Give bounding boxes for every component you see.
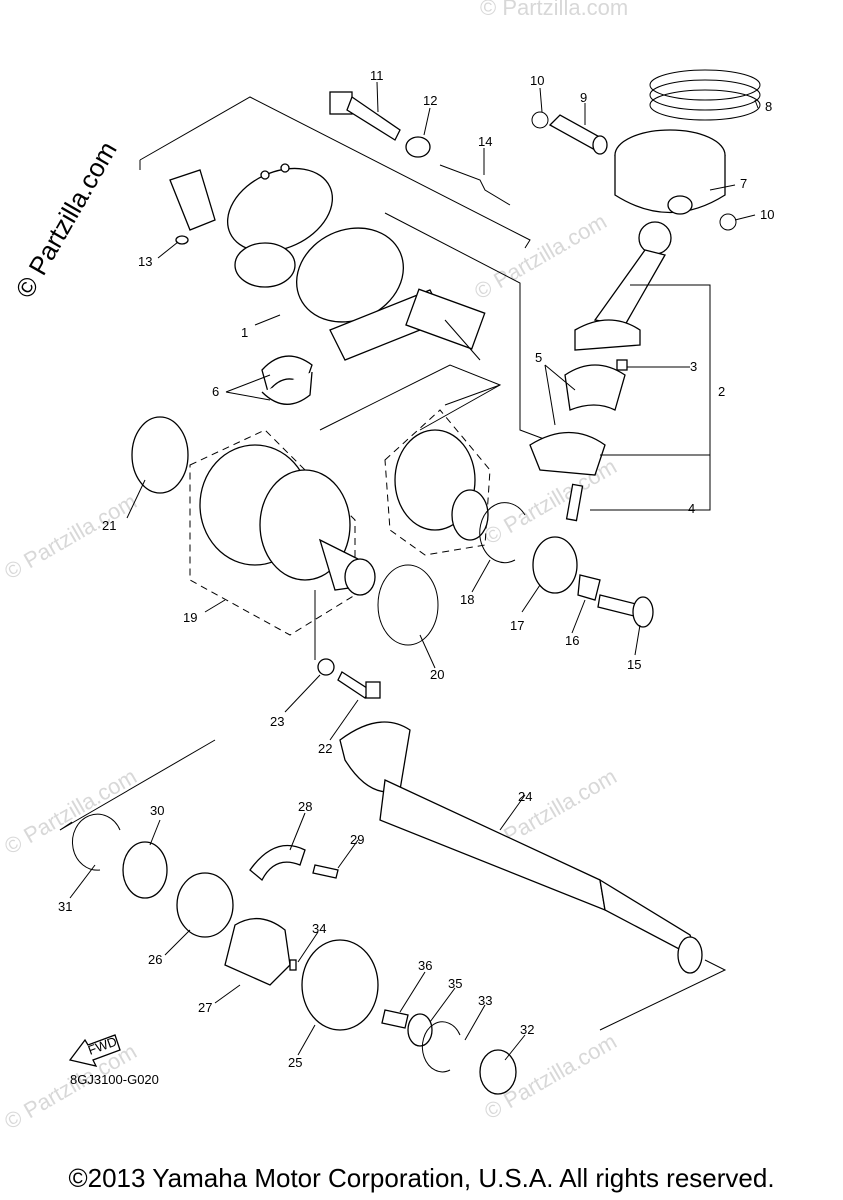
watermark-text: © Partzilla.com [470, 209, 611, 305]
washer-23 [317, 658, 335, 676]
group-outline [139, 96, 531, 249]
callout-23: 23 [270, 714, 284, 729]
group-outline [444, 384, 501, 406]
washer-36 [381, 1009, 409, 1029]
callout-26: 26 [148, 952, 162, 967]
key-13 [175, 235, 189, 245]
copyright-text: ©2013 Yamaha Motor Corporation, U.S.A. A… [68, 1163, 775, 1193]
callout-7: 7 [740, 176, 747, 191]
callout-30: 30 [150, 803, 164, 818]
bearing-32 [479, 1049, 517, 1095]
callout-21: 21 [102, 518, 116, 533]
callout-6: 6 [212, 384, 219, 399]
circlip-33 [421, 1021, 461, 1073]
part-callouts: 11 12 10 9 8 7 10 14 13 1 6 5 3 2 4 21 1… [58, 68, 774, 1070]
bolt-22 [337, 671, 381, 699]
callout-31: 31 [58, 899, 72, 914]
callout-1: 1 [241, 325, 248, 340]
bearing-17 [532, 536, 578, 594]
callout-3: 3 [690, 359, 697, 374]
watermark-text: © Partzilla.com [0, 764, 141, 860]
circlip [531, 111, 549, 129]
circlip-18 [479, 502, 526, 564]
bolt-11 [329, 91, 401, 141]
callout-36: 36 [418, 958, 432, 973]
callout-18: 18 [460, 592, 474, 607]
callout-4: 4 [688, 501, 695, 516]
callout-11: 11 [370, 68, 384, 83]
connecting-rod [529, 221, 672, 522]
callout-35: 35 [448, 976, 462, 991]
callout-34: 34 [312, 921, 326, 936]
nut-35 [407, 1013, 433, 1047]
callout-25: 25 [288, 1055, 302, 1070]
callout-12: 12 [423, 93, 437, 108]
watermark-text: © Partzilla.com [0, 489, 141, 585]
callout-5: 5 [535, 350, 542, 365]
group-outline [384, 212, 561, 446]
callout-33: 33 [478, 993, 492, 1008]
gear-27 [224, 918, 291, 986]
crank-bearings [261, 355, 313, 405]
callout-8: 8 [765, 99, 772, 114]
screw-29 [312, 864, 339, 879]
bearing-21 [131, 416, 189, 494]
callout-24: 24 [518, 789, 532, 804]
callout-2: 2 [718, 384, 725, 399]
callout-15: 15 [627, 657, 641, 672]
output-shaft [339, 721, 703, 974]
washer-16 [577, 574, 601, 601]
piston-pin [548, 114, 608, 155]
callout-20: 20 [430, 667, 444, 682]
circlip [719, 213, 737, 231]
callout-22: 22 [318, 741, 332, 756]
group-outline [319, 364, 502, 431]
callout-9: 9 [580, 90, 587, 105]
partzilla-watermark: © Partzilla.com [9, 136, 123, 303]
pin-34 [289, 959, 297, 971]
diagram-code: 8GJ3100-G020 [70, 1072, 159, 1087]
o-ring-20 [377, 564, 439, 646]
piston-rings [649, 69, 761, 121]
callout-28: 28 [298, 799, 312, 814]
circlip-31 [71, 813, 121, 871]
bearing-30 [122, 841, 168, 899]
callout-10b: 10 [760, 207, 774, 222]
leader-lines [69, 81, 759, 1061]
callout-14: 14 [478, 134, 492, 149]
watermark-text: © Partzilla.com [480, 0, 628, 20]
bolt-15 [597, 594, 654, 628]
gear-25 [301, 939, 379, 1031]
bracket-28 [249, 844, 306, 882]
callout-27: 27 [198, 1000, 212, 1015]
callout-13: 13 [138, 254, 152, 269]
callout-16: 16 [565, 633, 579, 648]
crankshaft [169, 163, 486, 361]
washer-12 [405, 136, 431, 158]
callout-19: 19 [183, 610, 197, 625]
callout-29: 29 [350, 832, 364, 847]
piston [614, 129, 726, 215]
callout-17: 17 [510, 618, 524, 633]
group-outline [59, 821, 73, 831]
balancer-group [189, 409, 491, 636]
part-14 [439, 164, 511, 206]
bearing-26 [176, 872, 234, 938]
group-outline [599, 959, 727, 1031]
callout-32: 32 [520, 1022, 534, 1037]
group-outline [59, 739, 216, 831]
callout-10: 10 [530, 73, 544, 88]
bracket-2 [590, 284, 711, 511]
